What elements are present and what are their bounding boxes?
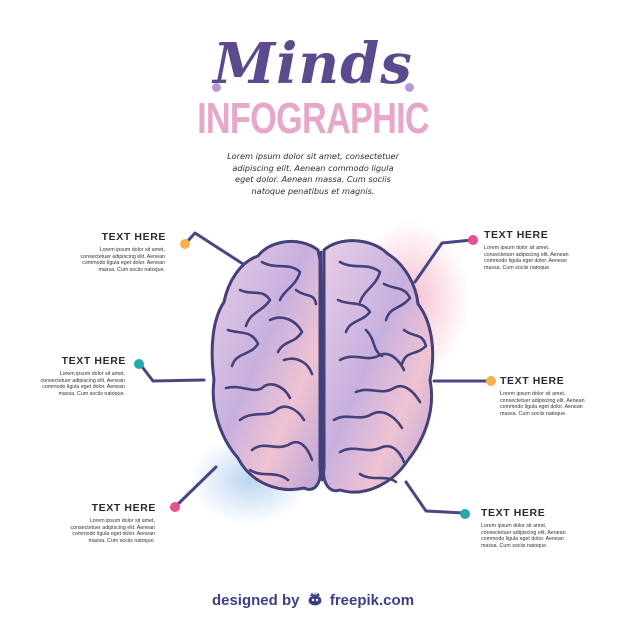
dot-middle-left <box>134 359 144 369</box>
callout-title: TEXT HERE <box>500 375 565 387</box>
callout-body: Lorem ipsum dolor sit amet, consectetuer… <box>80 247 165 273</box>
title-infographic: INFOGRAPHIC <box>197 94 429 143</box>
callout-title: TEXT HERE <box>91 502 156 514</box>
callout-title: TEXT HERE <box>61 355 126 367</box>
connector-bottom-right <box>404 480 466 515</box>
footer-credit: designed by freepik.com <box>0 592 626 609</box>
connector-middle-left <box>138 362 206 383</box>
callout-body: Lorem ipsum dolor sit amet, consectetuer… <box>70 518 155 544</box>
callout-title: TEXT HERE <box>484 229 549 241</box>
intro-paragraph: Lorem ipsum dolor sit amet, consectetuer… <box>227 151 399 196</box>
callout-bottom-right: TEXT HERE Lorem ipsum dolor sit amet, co… <box>481 507 577 549</box>
title-dot-right <box>405 83 414 92</box>
connector-bottom-left <box>174 465 218 508</box>
callout-body: Lorem ipsum dolor sit amet, consectetuer… <box>481 523 566 549</box>
title-dot-left <box>212 83 221 92</box>
footer-brand-link[interactable]: freepik.com <box>329 592 415 609</box>
freepik-logo-icon <box>308 592 322 606</box>
footer-prefix: designed by <box>211 592 300 609</box>
dot-bottom-left <box>170 502 180 512</box>
callout-bottom-left: TEXT HERE Lorem ipsum dolor sit amet, co… <box>60 502 156 544</box>
callout-title: TEXT HERE <box>101 231 166 243</box>
connector-top-left <box>184 231 245 266</box>
callout-middle-right: TEXT HERE Lorem ipsum dolor sit amet, co… <box>500 375 596 417</box>
callout-body: Lorem ipsum dolor sit amet, consectetuer… <box>484 245 569 271</box>
callout-middle-left: TEXT HERE Lorem ipsum dolor sit amet, co… <box>30 355 126 397</box>
title-script: Minds <box>213 31 413 97</box>
callout-top-left: TEXT HERE Lorem ipsum dolor sit amet, co… <box>70 231 166 273</box>
dot-bottom-right <box>460 509 470 519</box>
callout-body: Lorem ipsum dolor sit amet, consectetuer… <box>40 371 125 397</box>
callout-top-right: TEXT HERE Lorem ipsum dolor sit amet, co… <box>484 229 580 271</box>
connector-top-right <box>413 238 474 284</box>
dot-top-left <box>180 239 190 249</box>
callout-body: Lorem ipsum dolor sit amet, consectetuer… <box>500 391 585 417</box>
dot-top-right <box>468 235 478 245</box>
callout-title: TEXT HERE <box>481 507 546 519</box>
dot-middle-right <box>486 376 496 386</box>
